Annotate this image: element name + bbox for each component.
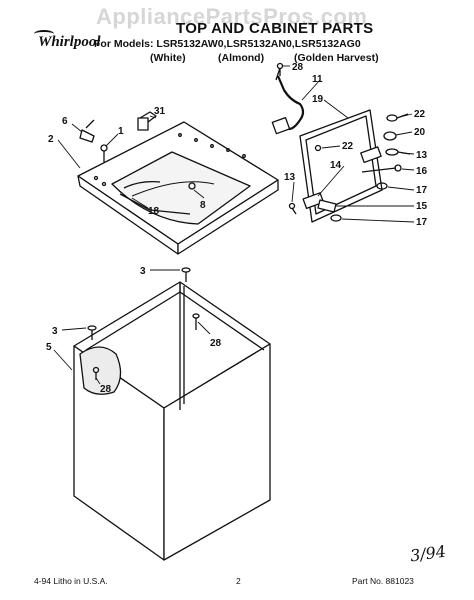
part-19-lid bbox=[299, 109, 383, 223]
model-list: For Models: LSR5132AW0,LSR5132AN0,LSR513… bbox=[94, 38, 361, 50]
callout-11: 11 bbox=[312, 74, 323, 85]
part-31-bracket bbox=[137, 111, 157, 131]
footer-part-number: Part No. 881023 bbox=[352, 576, 414, 586]
callout-13-left: 13 bbox=[284, 172, 296, 183]
callout-13-right: 13 bbox=[416, 150, 428, 161]
footer-page-number: 2 bbox=[236, 576, 241, 586]
footer-litho: 4-94 Litho in U.S.A. bbox=[34, 576, 108, 586]
callout-3-upper: 3 bbox=[140, 266, 146, 277]
callout-19: 19 bbox=[312, 94, 324, 105]
part-16-hinge-pin bbox=[361, 164, 402, 173]
part-22-screw-left bbox=[314, 144, 322, 152]
callout-14: 14 bbox=[330, 160, 342, 171]
callout-16: 16 bbox=[416, 166, 428, 177]
part-13-screw-left bbox=[288, 202, 297, 215]
cabinet-rear-frame bbox=[179, 282, 185, 410]
part-11-wire-harness bbox=[271, 67, 305, 135]
brand-logo: Whirlpool bbox=[38, 34, 101, 50]
watermark: AppliancePartsPros.com bbox=[96, 4, 368, 29]
brand-logo-swoosh bbox=[34, 30, 54, 38]
page-title: TOP AND CABINET PARTS bbox=[176, 20, 374, 37]
part-13-screw-right bbox=[385, 148, 411, 156]
part-1-screw bbox=[100, 144, 108, 162]
part-3-screw-lower bbox=[87, 325, 97, 340]
cabinet-front-cutaway bbox=[79, 346, 122, 395]
callout-17-upper: 17 bbox=[416, 185, 428, 196]
lid-rod bbox=[131, 181, 215, 197]
callout-5: 5 bbox=[46, 342, 52, 353]
part-20-bumper bbox=[383, 131, 397, 141]
callout-2: 2 bbox=[48, 134, 54, 145]
cabinet-top-panel bbox=[77, 121, 279, 255]
callout-15: 15 bbox=[416, 201, 428, 212]
callout-31: 31 bbox=[154, 106, 166, 117]
part-3-screw-upper bbox=[181, 267, 191, 282]
variant-white: (White) bbox=[150, 52, 186, 64]
callout-8: 8 bbox=[200, 200, 206, 211]
part-28-screw-cabinet bbox=[192, 313, 200, 330]
callout-22-left: 22 bbox=[342, 141, 354, 152]
part-8-screw bbox=[188, 182, 196, 190]
callout-28-cabinet: 28 bbox=[210, 338, 222, 349]
part-17-bumper-upper bbox=[376, 182, 388, 190]
part-17-bumper-lower bbox=[330, 214, 342, 222]
part-15-hinge bbox=[317, 199, 337, 213]
callout-6: 6 bbox=[62, 116, 68, 127]
callout-17-lower: 17 bbox=[416, 217, 428, 228]
part-6-clip bbox=[79, 119, 95, 143]
callout-labels: 28 11 19 22 20 13 16 17 15 17 22 14 13 3… bbox=[46, 62, 428, 395]
leader-lines bbox=[53, 65, 415, 385]
cabinet-body bbox=[73, 281, 271, 561]
callout-28-top: 28 bbox=[292, 62, 304, 73]
variant-almond: (Almond) bbox=[218, 52, 265, 64]
callout-28-front: 28 bbox=[100, 384, 112, 395]
callout-18: 18 bbox=[148, 206, 160, 217]
callout-20: 20 bbox=[414, 127, 426, 138]
variant-golden-harvest: (Golden Harvest) bbox=[294, 52, 379, 64]
callout-1: 1 bbox=[118, 126, 124, 137]
callout-3-lower: 3 bbox=[52, 326, 58, 337]
callout-22-right: 22 bbox=[414, 109, 426, 120]
part-22-screw-right bbox=[386, 113, 409, 122]
